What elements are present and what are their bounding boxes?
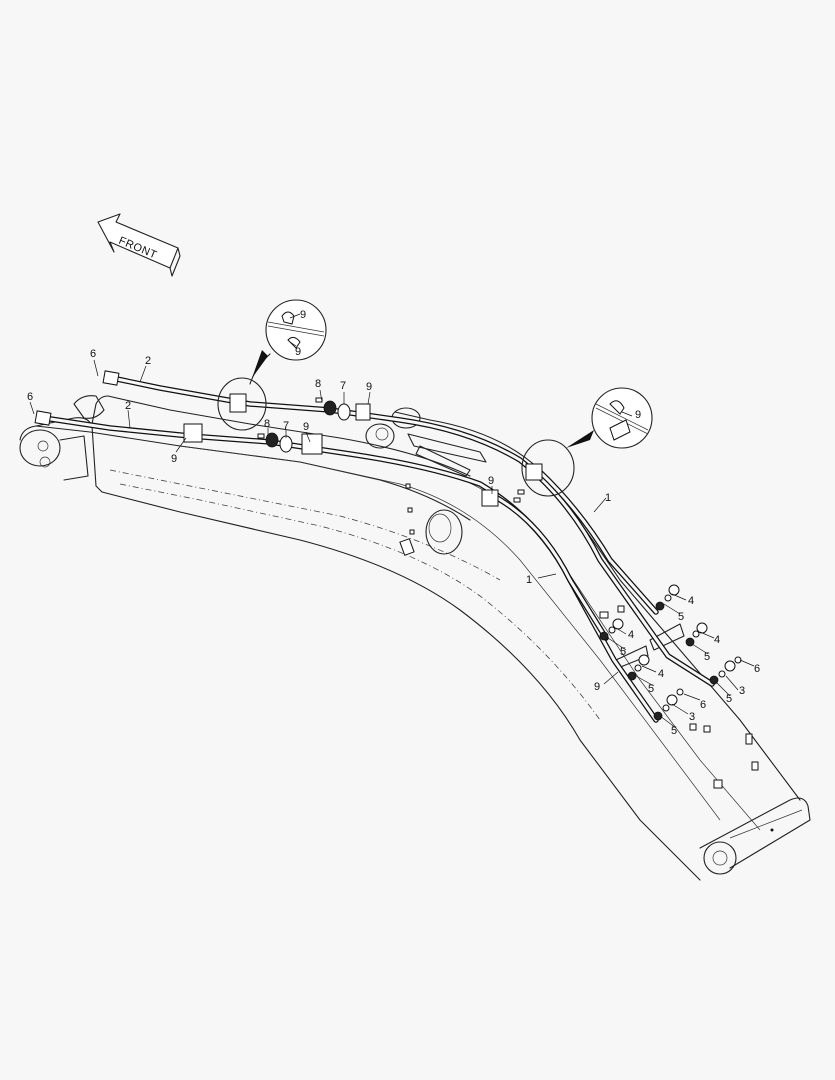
callout-5: 5 — [648, 683, 654, 695]
callout-1: 1 — [605, 492, 611, 504]
callout-4: 4 — [658, 668, 664, 680]
callout-2: 2 — [145, 355, 151, 367]
callout-3: 3 — [689, 711, 695, 723]
callout-6: 6 — [27, 391, 33, 403]
callout-9: 9 — [303, 421, 309, 433]
front-arrow: FRONT — [97, 213, 181, 277]
callout-9: 9 — [488, 475, 494, 487]
detail-view-lower — [521, 387, 653, 497]
callout-7: 7 — [283, 420, 289, 432]
callout-6: 6 — [90, 348, 96, 360]
tube-2-upper — [109, 375, 715, 687]
callout-9: 9 — [594, 681, 600, 693]
callout-6: 6 — [754, 663, 760, 675]
callout-8: 8 — [264, 418, 270, 430]
callout-8: 8 — [315, 378, 321, 390]
callout-5: 5 — [620, 646, 626, 658]
callout-1: 1 — [526, 574, 532, 586]
tube-1-lower — [487, 491, 609, 641]
callout-6: 6 — [700, 699, 706, 711]
callout-9: 9 — [295, 346, 301, 358]
callout-5: 5 — [678, 611, 684, 623]
callout-5: 5 — [704, 651, 710, 663]
detail-view-upper — [217, 299, 327, 431]
callout-4: 4 — [714, 634, 720, 646]
leader-lines — [29, 313, 755, 729]
callout-3: 3 — [739, 685, 745, 697]
tube-1-upper — [537, 469, 659, 615]
callout-9: 9 — [635, 409, 641, 421]
callout-9: 9 — [171, 453, 177, 465]
callout-4: 4 — [688, 595, 694, 607]
callout-9: 9 — [366, 381, 372, 393]
callout-labels: 1 1 2 2 3 3 4 4 4 4 5 5 5 5 5 5 6 6 6 6 … — [27, 309, 760, 737]
callout-4: 4 — [628, 629, 634, 641]
callout-5: 5 — [671, 725, 677, 737]
callout-5: 5 — [726, 693, 732, 705]
callout-7: 7 — [340, 380, 346, 392]
callout-9: 9 — [300, 309, 306, 321]
callout-2: 2 — [125, 400, 131, 412]
